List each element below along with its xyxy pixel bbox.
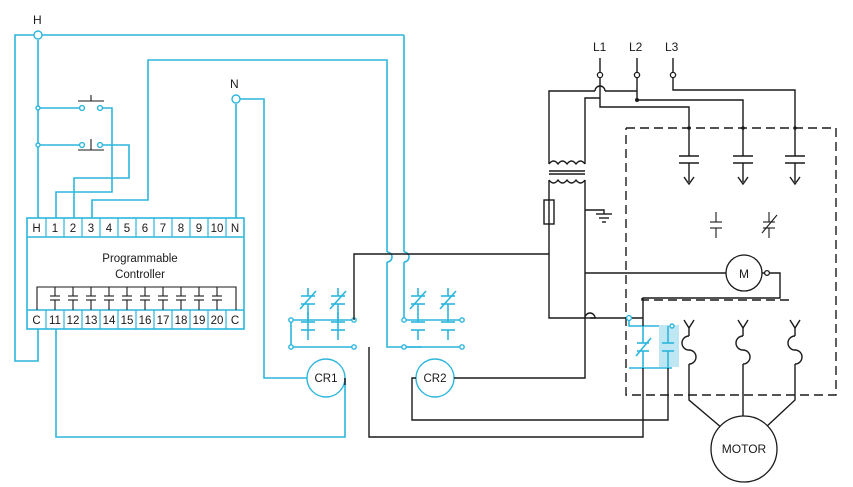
motor-label: MOTOR	[722, 442, 767, 456]
output-terminal-1: C	[32, 315, 40, 327]
output-contact-17	[158, 287, 168, 310]
output-terminal-8: 17	[157, 315, 170, 327]
auxiliary-contacts	[710, 212, 778, 238]
output-terminal-12: C	[231, 315, 239, 327]
relay-contact-lower-1	[301, 312, 315, 340]
starter-coil-label: M	[739, 267, 749, 281]
neutral-terminal	[231, 94, 241, 104]
overload-heater-3	[787, 319, 803, 375]
motor-starter-enclosure	[625, 127, 837, 396]
output-terminal-4: 13	[85, 315, 98, 327]
input-terminal-2: 1	[52, 223, 58, 235]
output-terminal-6: 15	[121, 315, 134, 327]
output-contact-18	[176, 287, 186, 310]
line3-label: L3	[665, 40, 679, 54]
relay-contact-lower-2	[331, 312, 345, 340]
input-terminal-10: 9	[196, 223, 202, 235]
input-terminal-9: 8	[178, 223, 184, 235]
main-contact-3	[785, 126, 805, 186]
input-terminal-6: 5	[124, 223, 130, 235]
output-contact-14	[104, 287, 114, 310]
input-terminal-5: 4	[106, 223, 113, 235]
relay-contact-lower-4	[441, 312, 455, 340]
output-contact-19	[194, 287, 204, 310]
output-contact-12	[68, 287, 78, 310]
relay-contacts	[288, 288, 465, 350]
input-terminal-12: N	[231, 223, 239, 235]
output-terminal-2: 11	[49, 315, 61, 327]
overload-heater-1	[681, 319, 697, 375]
output-terminal-5: 14	[103, 315, 116, 327]
relay-contact-upper-2	[329, 288, 347, 312]
line2-label: L2	[629, 40, 643, 54]
input-terminal-1: H	[32, 223, 40, 235]
output-terminal-strip: C 11 12 13 14 15 16 17 18 19 20 C	[32, 310, 239, 329]
relay-contact-lower-3	[411, 312, 425, 340]
output-terminal-9: 18	[175, 315, 188, 327]
overload-contacts	[625, 314, 679, 368]
main-contact-1	[679, 126, 699, 186]
hot-label: H	[33, 13, 42, 27]
starter-coil-m: M	[725, 254, 771, 292]
input-terminal-11: 10	[211, 223, 224, 235]
input-terminal-8: 7	[160, 223, 166, 235]
control-wiring	[14, 34, 672, 438]
output-terminal-7: 16	[139, 315, 152, 327]
overload-heater-2	[735, 319, 751, 375]
output-contact-20	[212, 287, 222, 310]
output-terminal-11: 20	[211, 315, 224, 327]
controller-label-line2: Controller	[115, 269, 165, 281]
output-terminal-3: 12	[67, 315, 80, 327]
motor: MOTOR	[710, 415, 778, 483]
output-contact-11	[50, 287, 60, 310]
neutral-label: N	[230, 77, 239, 91]
relay-coil-cr2-label: CR2	[423, 373, 446, 385]
line-terminals	[596, 58, 677, 102]
hot-terminal	[33, 30, 43, 40]
relay-contact-upper-1	[299, 288, 317, 312]
input-terminal-4: 3	[88, 223, 94, 235]
main-contacts	[679, 126, 805, 186]
output-terminal-10: 19	[193, 315, 206, 327]
output-contact-16	[140, 287, 150, 310]
start-pushbutton-1	[78, 95, 104, 112]
relay-coil-cr1: CR1	[306, 358, 346, 398]
line1-label: L1	[593, 40, 607, 54]
output-contacts	[36, 286, 237, 310]
output-contact-13	[86, 287, 96, 310]
relay-contact-upper-3	[409, 288, 427, 312]
power-wiring	[344, 78, 796, 438]
relay-contact-upper-4	[439, 288, 457, 312]
overload-heaters	[681, 319, 803, 375]
main-contact-2	[733, 126, 753, 186]
output-contact-15	[122, 287, 132, 310]
controller-label-line1: Programmable	[102, 253, 177, 265]
relay-coil-cr2: CR2	[415, 358, 455, 398]
start-pushbutton-2	[78, 139, 104, 151]
input-terminal-7: 6	[142, 223, 148, 235]
input-terminal-3: 2	[70, 223, 76, 235]
relay-coil-cr1-label: CR1	[314, 373, 337, 385]
